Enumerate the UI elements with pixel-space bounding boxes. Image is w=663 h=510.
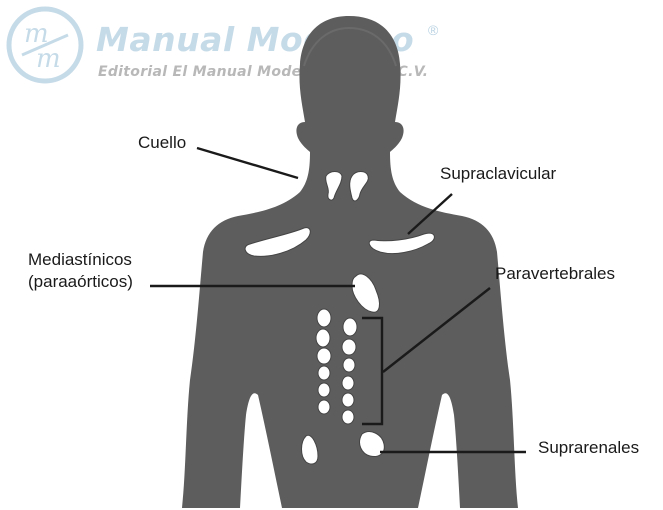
label-mediastinicos: Mediastínicos <box>28 250 132 269</box>
paravertebral-bracket <box>362 316 384 426</box>
svg-text:m: m <box>36 44 61 74</box>
paravertebral-node <box>315 328 331 348</box>
label-cuello: Cuello <box>138 133 187 152</box>
neck-node-right <box>349 171 369 202</box>
leader-lines <box>150 146 526 454</box>
leader-cuello <box>196 146 299 180</box>
suprarenal-node-right <box>359 431 385 457</box>
paravertebral-node <box>342 357 356 373</box>
leader-paravertebrales <box>382 287 491 373</box>
label-supraclavicular: Supraclavicular <box>440 164 557 183</box>
body-silhouette <box>182 16 518 508</box>
paravertebral-node <box>341 409 355 425</box>
registered-mark: ® <box>428 22 439 38</box>
paravertebral-node <box>316 308 332 328</box>
paravertebral-node <box>316 347 332 365</box>
paravertebral-nodes-right <box>341 317 358 425</box>
paravertebral-node <box>342 317 358 337</box>
mediastinal-node <box>351 273 380 313</box>
paravertebral-node <box>341 375 355 391</box>
paravertebral-node <box>341 392 355 408</box>
supraclavicular-node-right <box>368 232 435 255</box>
label-suprarrenales: Suprarenales <box>538 438 640 457</box>
label-paravertebrales: Paravertebrales <box>495 264 616 283</box>
supraclavicular-node-left <box>244 227 311 257</box>
paravertebral-node <box>317 382 331 398</box>
paravertebral-node <box>341 338 357 356</box>
paravertebral-nodes-left <box>315 308 332 415</box>
suprarenal-node-left <box>301 434 319 465</box>
leader-supraclavicular <box>407 193 453 235</box>
paravertebral-node <box>317 365 331 381</box>
label-paraaorticos: (paraaórticos) <box>28 272 133 291</box>
neck-node-left <box>325 171 343 201</box>
monogram-seal: m m <box>6 6 84 84</box>
paravertebral-node <box>317 399 331 415</box>
